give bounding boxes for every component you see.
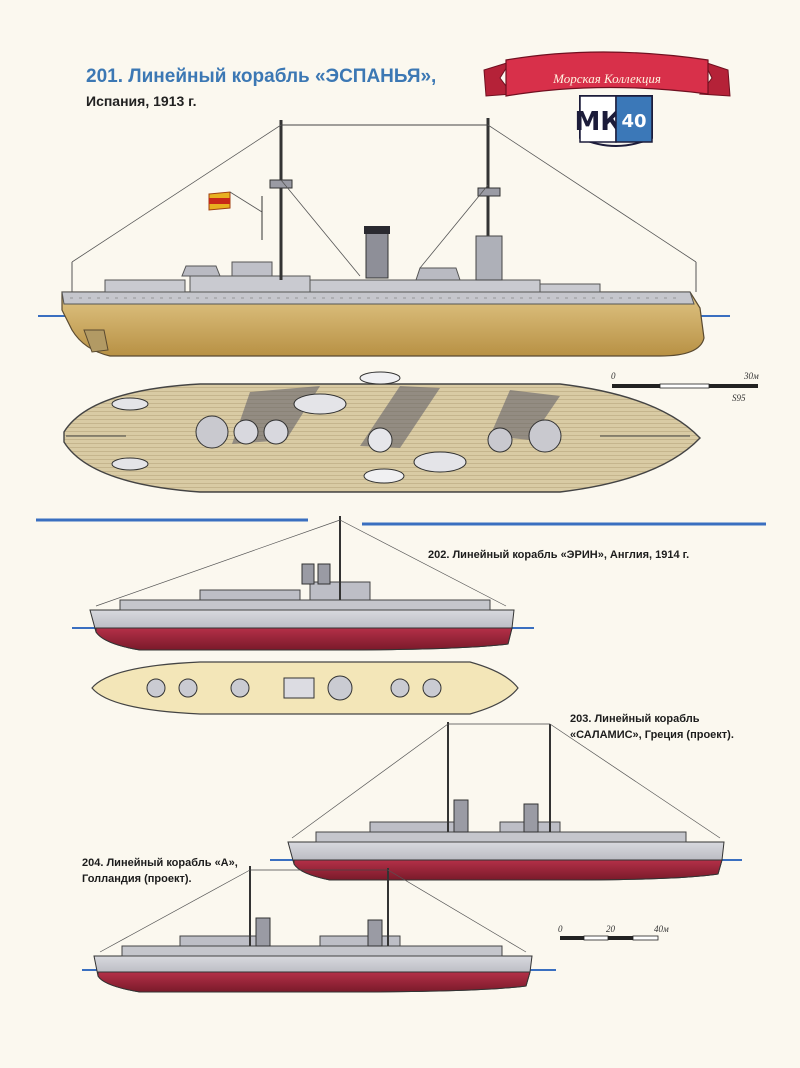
caption-ship-204-line1: 204. Линейный корабль «А», <box>82 857 238 869</box>
logo-ribbon-text: Морская Коллекция <box>552 71 661 86</box>
caption-ship-204-line2: Голландия (проект). <box>82 873 192 885</box>
ship-202-deck-plan <box>91 661 519 715</box>
caption-ship-203-line1: 203. Линейный корабль <box>570 713 700 725</box>
logo-letters: МК <box>574 107 621 137</box>
scale-top-end: 30м <box>744 371 759 381</box>
ship-202-side-profile <box>72 516 534 651</box>
title-ship-201: 201. Линейный корабль «ЭСПАНЬЯ», <box>86 66 437 87</box>
scale-bottom-start: 0 <box>558 924 563 934</box>
ship-201-deck-plan <box>63 371 701 493</box>
scale-top-start: 0 <box>611 371 616 381</box>
caption-ship-203-line2: «САЛАМИС», Греция (проект). <box>570 729 734 741</box>
ship-204-side-profile <box>82 866 556 993</box>
collection-logo: Морская Коллекция МК 40 <box>483 51 731 147</box>
scale-top-code: S95 <box>732 393 746 403</box>
ship-203-side-profile <box>270 722 742 881</box>
logo-number: 40 <box>621 111 646 132</box>
caption-ship-202: 202. Линейный корабль «ЭРИН», Англия, 19… <box>428 549 690 561</box>
scale-bar-top <box>612 383 758 389</box>
scale-bottom-mid: 20 <box>606 924 615 934</box>
scale-bar-bottom <box>560 935 659 941</box>
scale-bottom-end: 40м <box>654 924 669 934</box>
subtitle-ship-201: Испания, 1913 г. <box>86 93 197 109</box>
ship-201-side-profile <box>38 118 730 357</box>
